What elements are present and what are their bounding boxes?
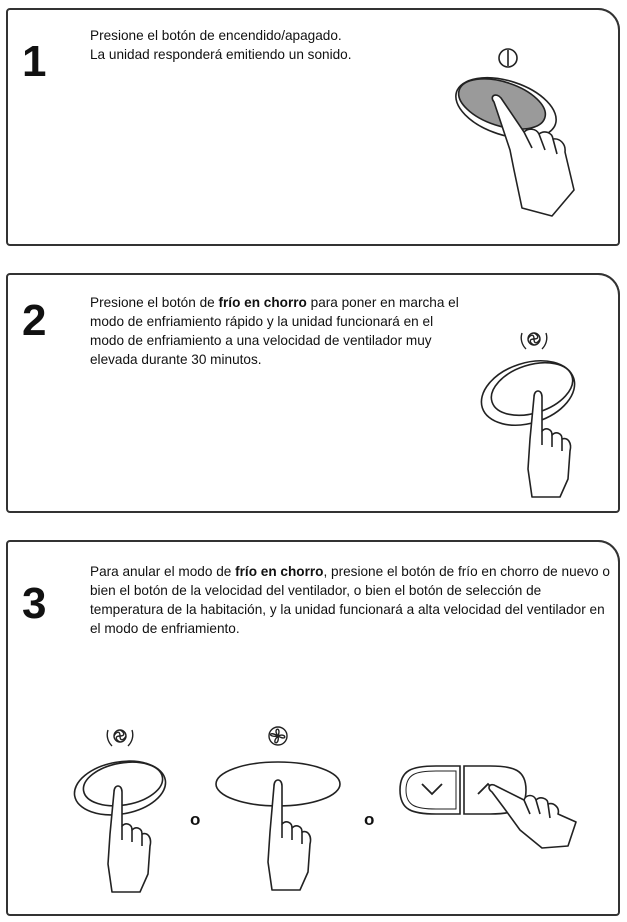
text-part: Para anular el modo de xyxy=(90,564,236,579)
temperature-buttons-illustration xyxy=(392,756,582,856)
step-1-panel: 1 Presione el botón de encendido/apagado… xyxy=(6,8,620,246)
fan-speed-button-illustration xyxy=(212,720,342,900)
text-part: , presione el botón de frío en chorro de… xyxy=(90,564,610,636)
jet-cool-icon xyxy=(520,332,548,350)
jet-cool-button-illustration xyxy=(70,718,180,898)
pointing-hand-icon xyxy=(491,94,575,217)
pointing-hand-icon xyxy=(107,785,152,893)
power-button-illustration xyxy=(444,40,594,220)
connector-or: o xyxy=(364,810,375,829)
step-number: 2 xyxy=(22,296,47,345)
step-2-text: Presione el botón de frío en chorro para… xyxy=(90,293,462,369)
text-part: para poner en marcha el modo de enfriami… xyxy=(90,295,459,367)
chevron-down-icon xyxy=(421,783,443,796)
panel-corner xyxy=(596,540,620,564)
text-part: Presione el botón de xyxy=(90,295,219,310)
pointing-hand-icon xyxy=(527,390,572,498)
power-icon xyxy=(498,48,518,68)
text-bold-part: frío en chorro xyxy=(235,564,324,579)
panel-corner xyxy=(596,8,620,32)
temp-down-button[interactable] xyxy=(399,765,461,815)
step-3-text: Para anular el modo de frío en chorro, p… xyxy=(90,562,610,638)
step-2-panel: 2 Presione el botón de frío en chorro pa… xyxy=(6,273,620,513)
pointing-hand-icon xyxy=(267,779,312,891)
jet-cool-icon xyxy=(106,729,134,747)
jet-cool-button-illustration xyxy=(474,319,594,499)
pointing-hand-icon xyxy=(488,783,577,849)
fan-icon xyxy=(268,726,288,746)
jet-cool-button[interactable] xyxy=(473,350,583,437)
step-number: 3 xyxy=(22,579,47,628)
text-bold-part: frío en chorro xyxy=(218,295,307,310)
connector-or: o xyxy=(190,810,201,829)
step-number: 1 xyxy=(22,37,47,86)
step-1-text: Presione el botón de encendido/apagado. … xyxy=(90,28,352,62)
step-3-panel: 3 Para anular el modo de frío en chorro,… xyxy=(6,540,620,916)
panel-corner xyxy=(596,273,620,297)
